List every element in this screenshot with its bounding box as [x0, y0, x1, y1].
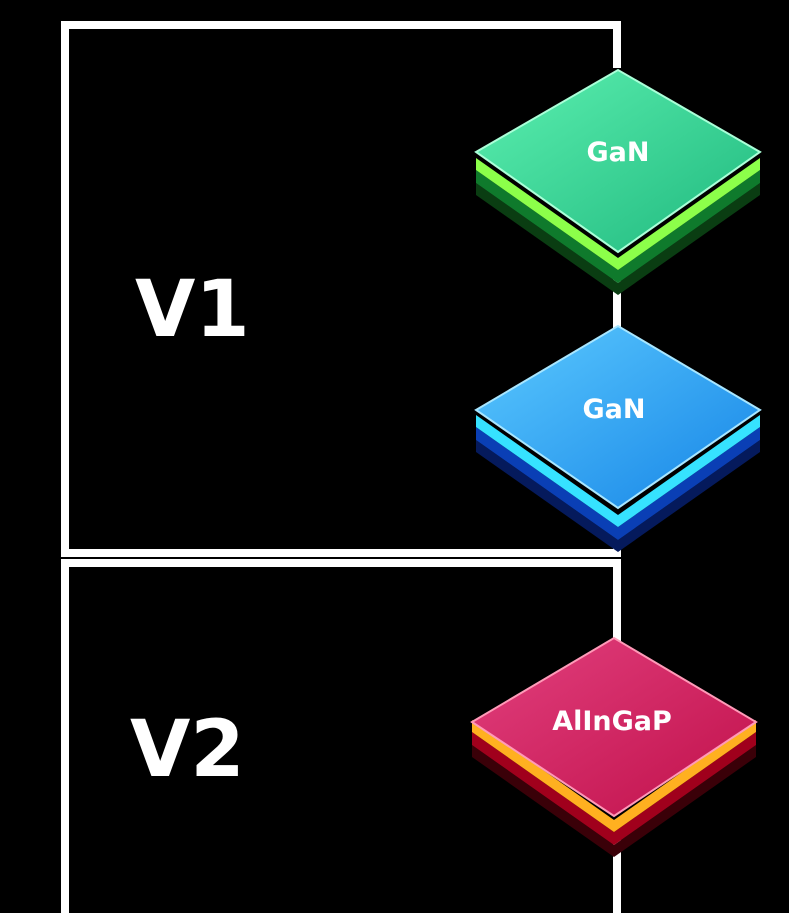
- chip-label: GaN: [583, 394, 646, 425]
- chip-alingap-red: AlInGaP: [470, 636, 758, 857]
- zone-v2: V2: [61, 559, 621, 913]
- chip-top-face: [470, 636, 758, 818]
- zone-v2-label: V2: [130, 705, 245, 795]
- chip-gan-green: GaN: [474, 68, 762, 295]
- chip-top-face: [474, 68, 762, 254]
- chip-label: AlInGaP: [552, 706, 672, 737]
- zone-v1-label: V1: [135, 265, 250, 355]
- chip-gan-blue: GaN: [474, 324, 762, 552]
- zone-v2-outline: [61, 559, 621, 913]
- chip-label: GaN: [587, 137, 650, 168]
- chip-top-face: [474, 324, 762, 510]
